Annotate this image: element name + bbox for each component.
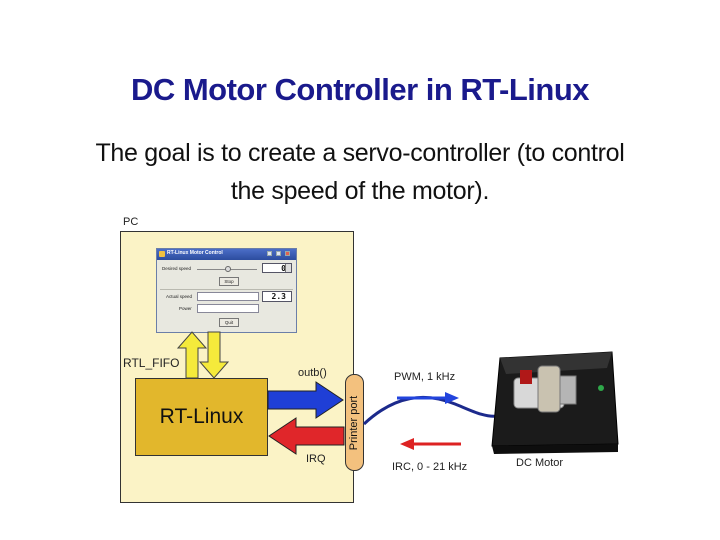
actual-speed-value: 2.3: [271, 292, 286, 301]
irc-label: IRC, 0 - 21 kHz: [392, 461, 468, 473]
desired-speed-display: 0: [262, 263, 292, 273]
quit-button[interactable]: Quit: [219, 318, 239, 327]
rt-linux-label: RT-Linux: [159, 405, 244, 428]
pc-label: PC: [123, 216, 139, 228]
power-bar: [197, 304, 259, 313]
motor-cable: [362, 395, 499, 426]
pwm-arrow: [445, 392, 459, 404]
desired-speed-spinner[interactable]: [285, 264, 291, 272]
actual-speed-label: Actual speed: [166, 294, 193, 299]
app-icon: [159, 251, 165, 257]
desired-speed-slider-thumb[interactable]: [225, 266, 231, 272]
fifo-up-arrow: [176, 331, 208, 379]
irc-arrow: [400, 438, 414, 450]
motor-control-window: RT-Linux Motor Control Desired speed 0 S…: [156, 248, 297, 333]
actual-speed-display: 2.3: [262, 291, 292, 302]
slide-title: DC Motor Controller in RT-Linux: [130, 72, 590, 107]
slide-subtitle: The goal is to create a servo-controller…: [40, 134, 680, 210]
outb-arrow: [267, 381, 344, 419]
desired-speed-label: Desired speed: [162, 266, 192, 271]
irq-arrow: [268, 417, 345, 455]
dc-motor-label: DC Motor: [516, 457, 564, 469]
close-icon[interactable]: [285, 251, 290, 256]
rtl-fifo-label: RTL_FIFO: [123, 356, 180, 370]
fifo-down-arrow: [198, 331, 230, 379]
irq-label: IRQ: [306, 453, 326, 465]
outb-label: outb(): [298, 367, 327, 379]
subtitle-line-2: the speed of the motor).: [230, 177, 490, 205]
window-title: RT-Linux Motor Control: [167, 250, 223, 256]
power-label: Power: [179, 306, 192, 311]
rt-linux-box: RT-Linux: [135, 378, 268, 456]
divider: [160, 289, 293, 290]
minimize-icon[interactable]: [267, 251, 272, 256]
actual-speed-bar: [197, 292, 259, 301]
dc-motor-image: [491, 351, 619, 454]
pwm-label: PWM, 1 kHz: [394, 371, 456, 383]
stop-button[interactable]: Stop: [219, 277, 239, 286]
window-titlebar: RT-Linux Motor Control: [157, 249, 296, 260]
desired-speed-value: 0: [281, 263, 286, 273]
subtitle-line-1: The goal is to create a servo-controller…: [95, 139, 625, 167]
maximize-icon[interactable]: [276, 251, 281, 256]
